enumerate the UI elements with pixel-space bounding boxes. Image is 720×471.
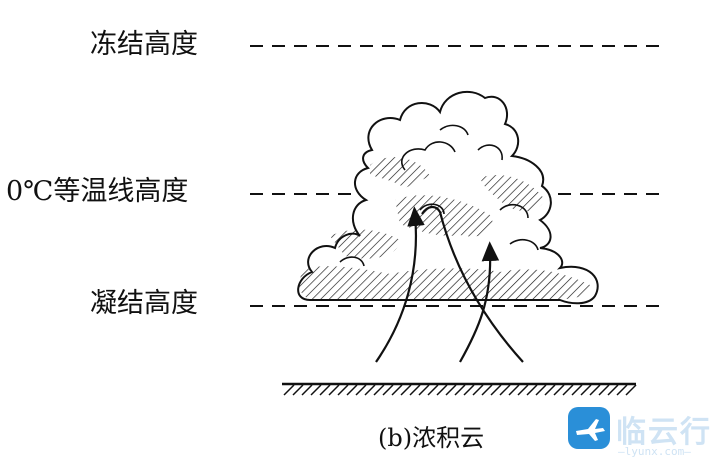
ground-hatching [283, 384, 637, 396]
airplane-logo-icon [568, 407, 610, 449]
updraft-arrow-left [375, 206, 425, 363]
freezing-level-label: 冻结高度 [90, 29, 198, 60]
watermark: 临云行 —lyunx.com— [566, 405, 716, 465]
watermark-brand: 临云行 [616, 415, 712, 450]
updraft-arrow-right [459, 241, 500, 363]
updraft-arrows [375, 205, 524, 363]
zero-isotherm-label: 0℃等温线高度 [6, 176, 189, 207]
condensation-level-label: 凝结高度 [90, 288, 198, 319]
updraft-arrow-left-outer [421, 205, 524, 363]
figure-caption: (b)浓积云 [378, 424, 485, 452]
watermark-url: —lyunx.com— [618, 445, 691, 458]
